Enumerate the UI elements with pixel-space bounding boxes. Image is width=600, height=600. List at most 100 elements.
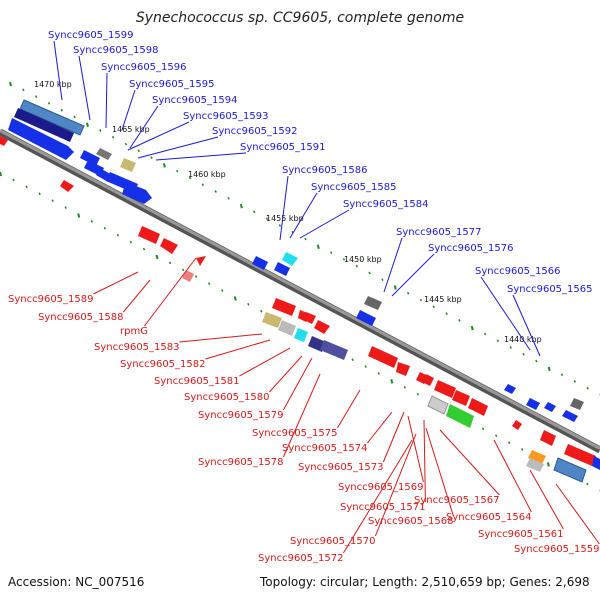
gene-label[interactable]: Syncc9605_1561 [478, 529, 564, 540]
gene-label[interactable]: Syncc9605_1576 [428, 243, 514, 254]
gene-label[interactable]: Syncc9605_1570 [290, 536, 376, 547]
tick-mark [393, 285, 397, 290]
gene-label[interactable]: Syncc9605_1592 [212, 126, 298, 137]
tick-mark [416, 392, 420, 396]
gene-feature[interactable] [19, 99, 85, 136]
gene-feature[interactable] [138, 226, 160, 244]
gene-label[interactable]: Syncc9605_1598 [73, 45, 159, 56]
gene-feature[interactable] [282, 252, 298, 266]
gene-label[interactable]: Syncc9605_1589 [8, 294, 94, 305]
gene-feature[interactable] [468, 398, 488, 416]
gene-feature[interactable] [446, 404, 474, 428]
gene-label[interactable]: Syncc9605_1582 [120, 359, 206, 370]
gene-label[interactable]: Syncc9605_1559 [514, 544, 600, 555]
gene-feature[interactable] [396, 362, 410, 376]
gene-label[interactable]: Syncc9605_1599 [48, 30, 134, 41]
gene-feature[interactable] [80, 150, 100, 166]
gene-feature[interactable] [434, 380, 456, 398]
gene-feature[interactable] [570, 398, 584, 410]
gene-label[interactable]: Syncc9605_1594 [152, 95, 238, 106]
gene-label[interactable]: Syncc9605_1595 [129, 79, 215, 90]
gene-label[interactable]: Syncc9605_1573 [298, 462, 384, 473]
label-leader-line [205, 339, 271, 360]
gene-feature[interactable] [252, 256, 268, 270]
tick-mark [90, 220, 93, 223]
gene-label[interactable]: Syncc9605_1585 [311, 182, 397, 193]
gene-feature[interactable] [364, 296, 382, 310]
gene-feature[interactable] [562, 410, 578, 422]
gene-feature[interactable] [304, 312, 316, 324]
gene-label[interactable]: Syncc9605_1571 [340, 502, 426, 513]
gene-feature[interactable] [96, 148, 112, 160]
tick-mark [406, 291, 410, 295]
gene-label[interactable]: Syncc9605_1583 [94, 342, 180, 353]
gene-feature[interactable] [526, 458, 544, 472]
gene-feature[interactable] [182, 270, 194, 282]
gene-label[interactable]: Syncc9605_1584 [343, 199, 429, 210]
gene-label[interactable]: Syncc9605_1575 [252, 428, 338, 439]
gene-feature[interactable] [320, 340, 348, 360]
gene-feature[interactable] [592, 456, 600, 470]
tick-mark [573, 380, 577, 383]
label-leader-line [144, 257, 197, 327]
gene-label[interactable]: Syncc9605_1591 [240, 142, 326, 153]
gene-feature[interactable] [314, 320, 330, 334]
gene-feature[interactable] [0, 136, 8, 146]
gene-feature[interactable] [504, 384, 516, 394]
label-leader-line [129, 105, 159, 149]
gene-feature[interactable] [540, 430, 556, 446]
gene-feature[interactable] [196, 256, 206, 266]
tick-mark [265, 217, 269, 220]
gene-label[interactable]: Syncc9605_1588 [38, 312, 124, 323]
gene-label[interactable]: Syncc9605_1579 [198, 410, 284, 421]
gene-feature[interactable] [526, 398, 540, 410]
gene-label[interactable]: Syncc9605_1578 [198, 457, 284, 468]
gene-label[interactable]: Syncc9605_1569 [338, 482, 424, 493]
tick-mark [194, 275, 198, 279]
label-leader-line [279, 175, 289, 241]
gene-feature[interactable] [278, 320, 296, 336]
gene-label[interactable]: Syncc9605_1593 [183, 111, 269, 122]
tick-mark [73, 115, 76, 119]
gene-label[interactable]: Syncc9605_1568 [368, 516, 454, 527]
gene-feature[interactable] [564, 444, 596, 466]
gene-feature[interactable] [544, 402, 556, 412]
tick-mark [142, 247, 146, 251]
gene-feature[interactable] [14, 108, 74, 142]
label-leader-line [282, 357, 313, 411]
gene-label[interactable]: Syncc9605_1567 [414, 495, 500, 506]
gene-label[interactable]: Syncc9605_1574 [282, 443, 368, 454]
gene-feature[interactable] [272, 298, 296, 316]
gene-label[interactable]: Syncc9605_1596 [101, 62, 187, 73]
gene-feature[interactable] [122, 182, 152, 204]
tick-mark [377, 372, 380, 375]
gene-feature[interactable] [356, 310, 376, 326]
gene-feature[interactable] [60, 180, 74, 192]
gene-feature[interactable] [8, 118, 74, 160]
gene-feature[interactable] [512, 420, 522, 430]
gene-label[interactable]: Syncc9605_1581 [154, 376, 240, 387]
gene-label[interactable]: Syncc9605_1586 [282, 165, 368, 176]
gene-feature[interactable] [528, 450, 546, 464]
gene-label[interactable]: Syncc9605_1577 [396, 227, 482, 238]
gene-label[interactable]: rpmG [120, 326, 148, 337]
gene-label[interactable]: Syncc9605_1580 [184, 392, 270, 403]
tick-mark [260, 309, 263, 313]
gene-feature[interactable] [368, 346, 398, 368]
gene-feature[interactable] [160, 238, 178, 254]
gene-feature[interactable] [262, 312, 282, 328]
gene-feature[interactable] [294, 328, 308, 342]
gene-feature[interactable] [452, 390, 470, 406]
gene-feature[interactable] [422, 374, 434, 386]
gene-feature[interactable] [120, 158, 136, 172]
gene-label[interactable]: Syncc9605_1572 [258, 553, 344, 564]
gene-label[interactable]: Syncc9605_1566 [475, 266, 561, 277]
label-leader-line [78, 55, 91, 121]
tick-mark [34, 95, 38, 98]
gene-feature[interactable] [553, 457, 587, 483]
gene-feature[interactable] [274, 262, 290, 276]
gene-label[interactable]: Syncc9605_1564 [446, 512, 532, 523]
tick-mark [99, 129, 102, 132]
gene-feature[interactable] [427, 395, 449, 415]
gene-label[interactable]: Syncc9605_1565 [507, 284, 593, 295]
